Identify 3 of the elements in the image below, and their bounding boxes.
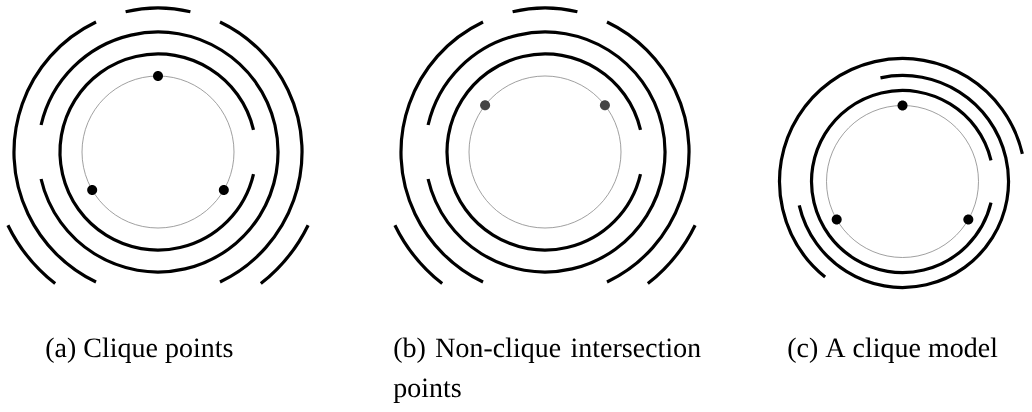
caption: (b) Non-clique intersection points — [393, 337, 701, 403]
caption: (c) A clique model — [788, 337, 998, 363]
caption: (a) Clique points — [46, 337, 233, 363]
